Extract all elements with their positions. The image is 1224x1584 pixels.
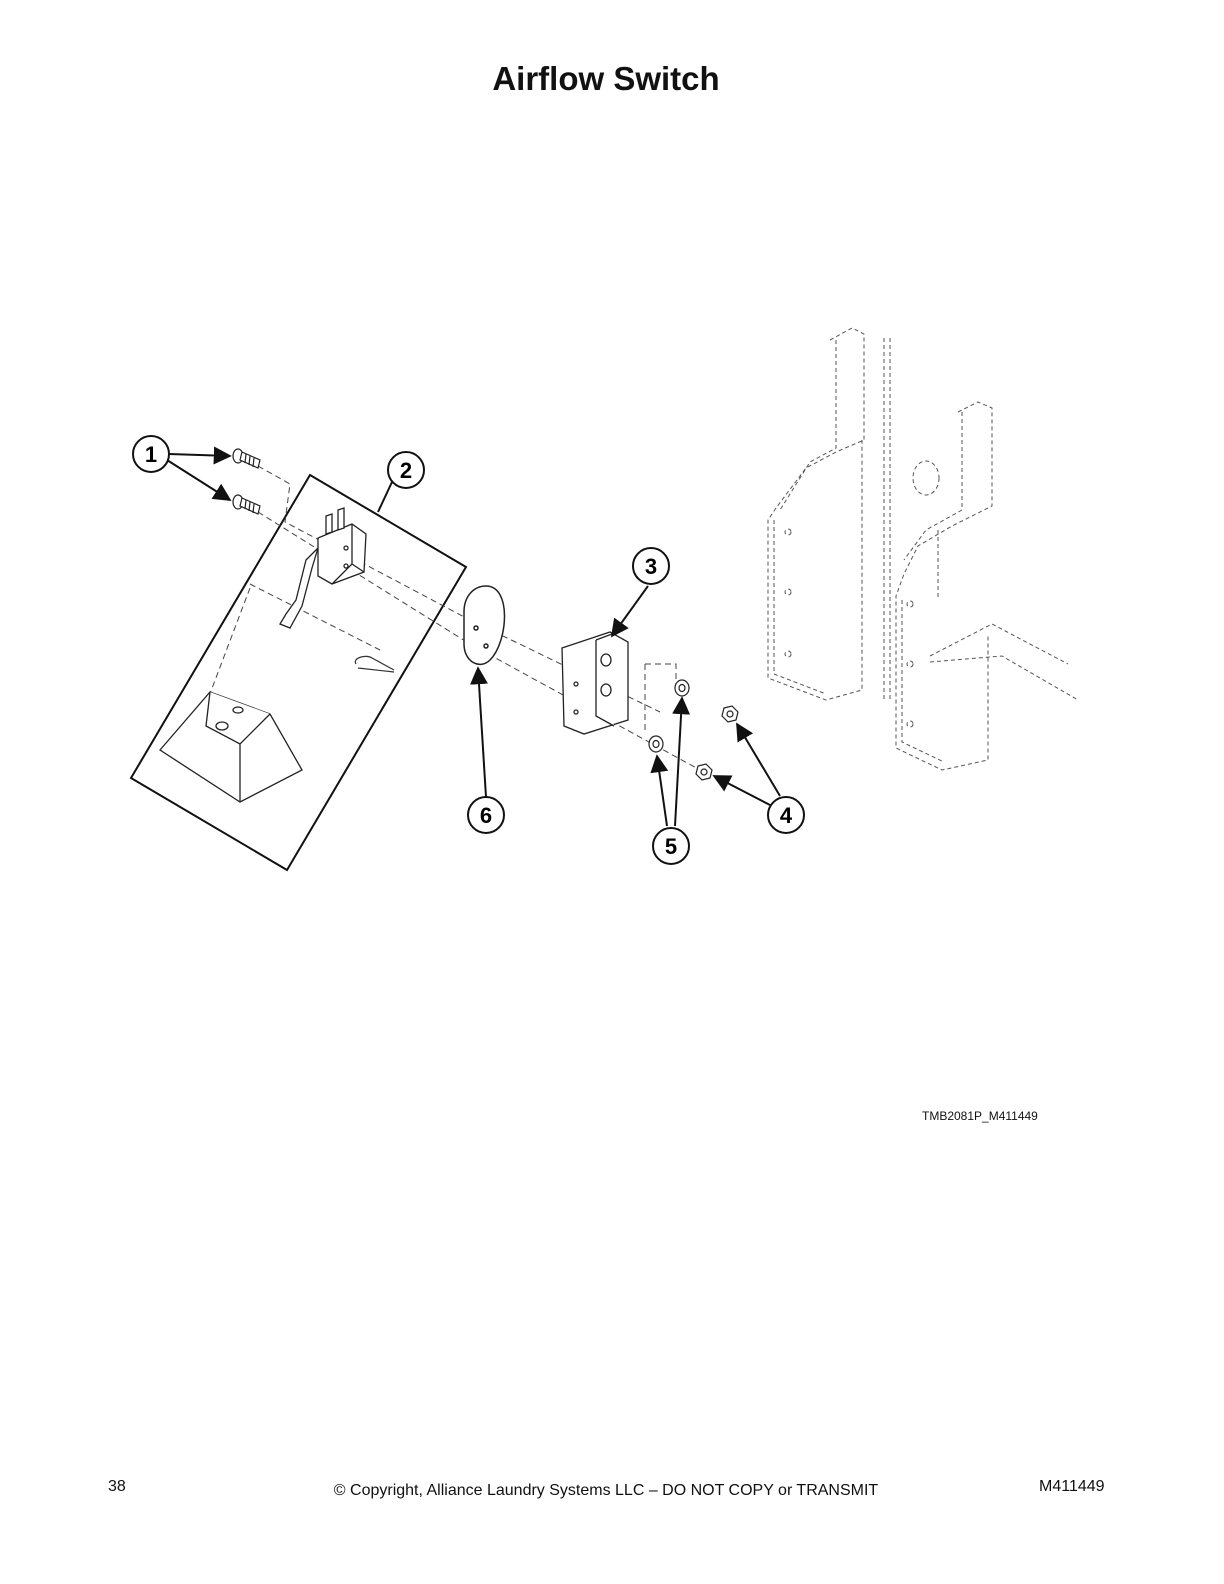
item-2-kit-outline (129, 473, 468, 872)
item-2-airflow-switch (279, 507, 367, 629)
svg-text:5: 5 (665, 834, 677, 859)
svg-text:2: 2 (400, 458, 412, 483)
item-6-gasket (463, 585, 506, 665)
item-4-nut-lower (695, 763, 713, 781)
item-3-bracket (561, 631, 629, 735)
drawing-reference-code: TMB2081P_M411449 (922, 1109, 1038, 1123)
callout-5: 5 (652, 827, 690, 865)
svg-text:6: 6 (480, 803, 492, 828)
callout-balloons: 1 2 3 4 5 6 (132, 435, 805, 865)
page-number: 38 (108, 1478, 126, 1495)
leader-arrows (166, 446, 781, 827)
callout-2: 2 (387, 451, 425, 489)
item-4-nut-upper (721, 705, 739, 723)
screw-lower (232, 494, 261, 515)
item-1-screws (232, 448, 261, 515)
callout-3: 3 (632, 547, 670, 585)
screw-upper (232, 448, 261, 469)
svg-text:4: 4 (780, 803, 793, 828)
item-5-washer-lower (648, 735, 664, 753)
svg-text:1: 1 (145, 442, 157, 467)
callout-6: 6 (467, 796, 505, 834)
callout-1: 1 (132, 435, 170, 473)
dryer-frame-phantom (767, 327, 1079, 771)
copyright-notice: © Copyright, Alliance Laundry Systems LL… (333, 1482, 879, 1499)
items-4-5-hardware (648, 679, 739, 781)
document-id: M411449 (1039, 1478, 1105, 1495)
page-title: Airflow Switch (492, 60, 720, 97)
cotter-pin (354, 655, 395, 673)
item-5-washer-upper (674, 679, 690, 697)
callout-4: 4 (767, 796, 805, 834)
svg-text:3: 3 (645, 554, 657, 579)
switch-mounting-bracket (159, 691, 303, 803)
